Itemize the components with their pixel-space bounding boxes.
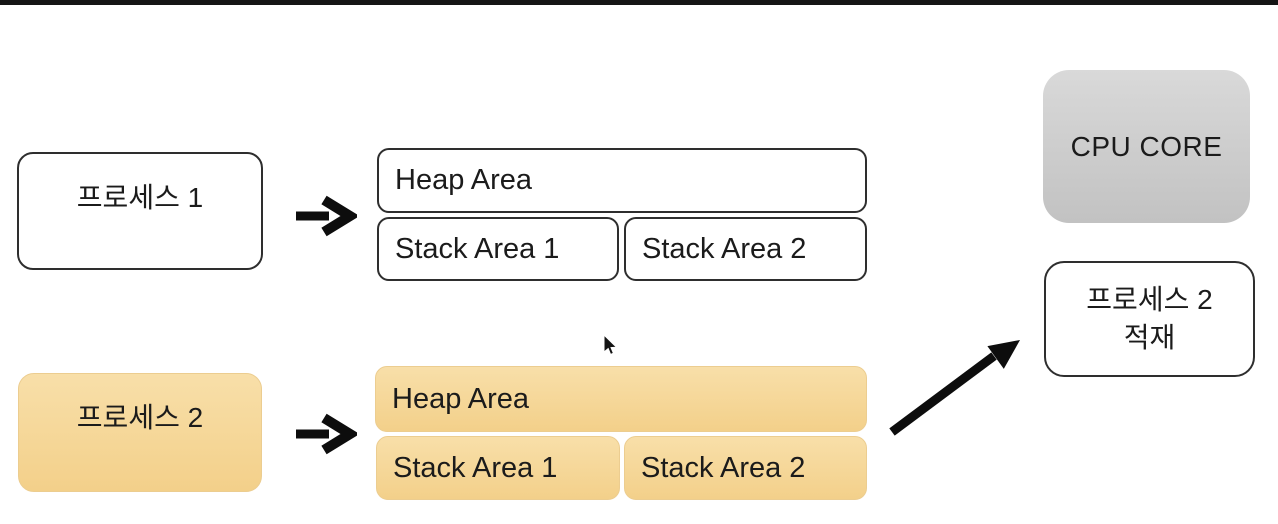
process-1-stack-area-1-box: Stack Area 1 [377, 217, 619, 281]
process-2-box: 프로세스 2 [18, 373, 262, 492]
cpu-core-box: CPU CORE [1043, 70, 1250, 223]
stack-area-2-label: Stack Area 2 [642, 232, 807, 265]
stack-area-1-label: Stack Area 1 [395, 232, 560, 265]
process-1-box: 프로세스 1 [17, 152, 263, 270]
arrow-right-icon [296, 195, 357, 237]
process-2-load-line2: 적재 [1123, 322, 1176, 353]
stack-area-2-label: Stack Area 2 [641, 451, 806, 484]
process-1-heap-area-box: Heap Area [377, 148, 867, 213]
top-border-bar [0, 0, 1278, 5]
heap-area-label: Heap Area [392, 382, 530, 415]
mouse-cursor-icon [603, 334, 618, 356]
process-2-load-box: 프로세스 2 적재 [1044, 261, 1255, 377]
process-1-stack-area-2-box: Stack Area 2 [624, 217, 867, 281]
process-1-label: 프로세스 1 [76, 182, 204, 213]
process-2-label: 프로세스 2 [76, 402, 204, 433]
process-2-stack-area-2-box: Stack Area 2 [624, 436, 867, 500]
stack-area-1-label: Stack Area 1 [393, 451, 558, 484]
cpu-core-label: CPU CORE [1070, 130, 1223, 162]
heap-area-label: Heap Area [395, 164, 533, 196]
process-2-load-line1: 프로세스 2 [1086, 284, 1213, 315]
process-2-stack-area-1-box: Stack Area 1 [376, 436, 620, 500]
arrow-right-icon [296, 413, 357, 455]
arrow-up-right-icon [889, 340, 1020, 436]
process-2-heap-area-box: Heap Area [375, 366, 867, 432]
